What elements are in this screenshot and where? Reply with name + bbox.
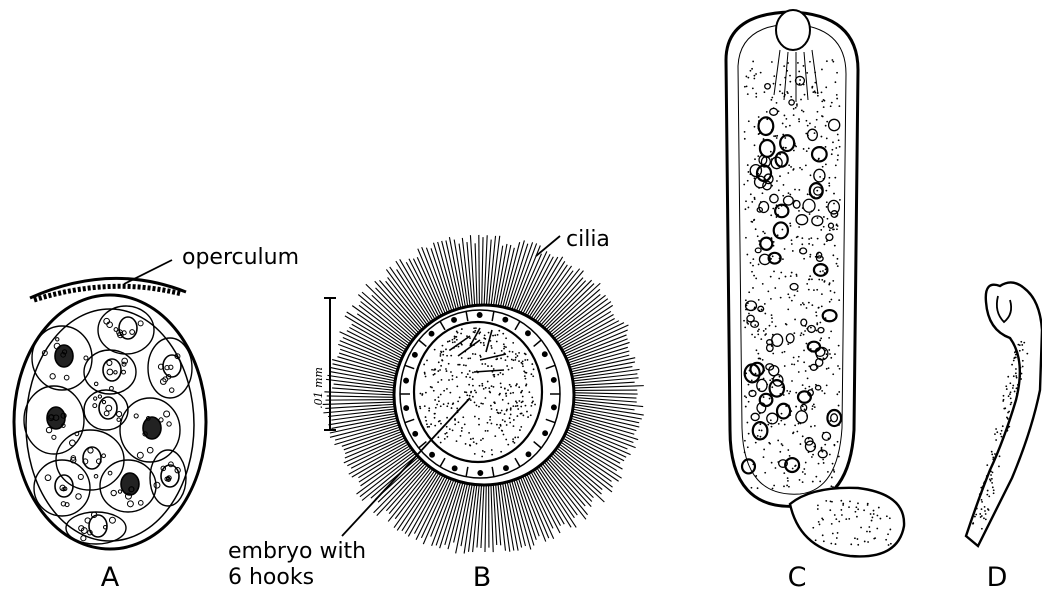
embryo-label-line2: 6 hooks — [228, 565, 314, 590]
panel-label-b: B — [473, 562, 492, 592]
egg-cells — [24, 306, 192, 544]
egg-cell — [84, 350, 136, 394]
embryo-label-line1: embryo with — [228, 539, 366, 564]
egg-cell — [120, 398, 180, 462]
cilia-label: cilia — [566, 227, 610, 252]
procercoid-anterior-cap — [776, 10, 810, 50]
scale-bar-label: .01 mm — [312, 367, 325, 409]
embryo-body — [414, 322, 542, 462]
cercomer — [790, 488, 904, 557]
egg-cell — [34, 460, 90, 516]
figure-c-procercoid — [726, 10, 904, 556]
egg-cell — [148, 338, 192, 398]
figure-b-coracidium: .01 mm — [312, 235, 644, 554]
panel-label-a: A — [101, 562, 120, 592]
figure-a-egg — [14, 278, 206, 549]
panel-label-c: C — [788, 562, 807, 592]
panel-label-d: D — [987, 562, 1008, 592]
egg-cell — [98, 306, 154, 354]
figure-d-plerocercoid — [966, 282, 1042, 546]
egg-cell — [84, 390, 128, 430]
operculum-label: operculum — [182, 245, 299, 270]
